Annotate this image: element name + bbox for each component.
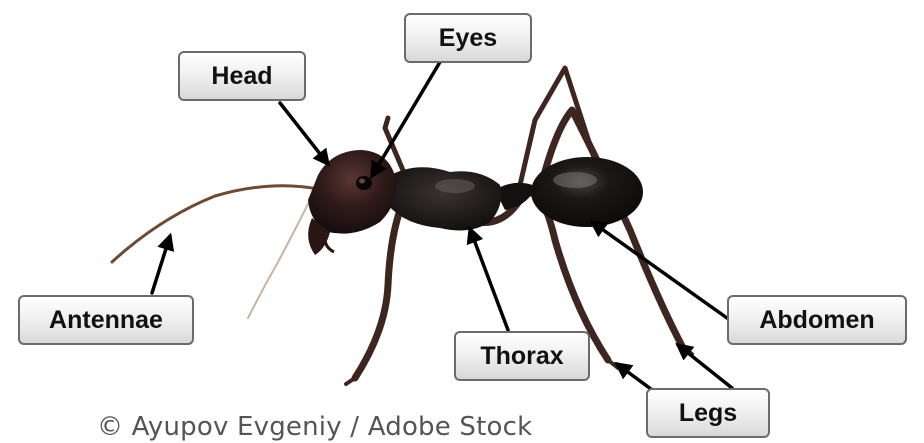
head-shape: [308, 150, 396, 234]
hind-leg: [540, 110, 682, 346]
abdomen-shape: [531, 157, 643, 227]
photo-credit: © Ayupov Evgeniy / Adobe Stock: [97, 412, 532, 442]
abdomen-label: Abdomen: [727, 295, 907, 345]
antennae-label: Antennae: [18, 295, 194, 345]
thorax-pointer: [470, 229, 508, 330]
thorax-shape: [385, 167, 501, 230]
eyes-pointer: [372, 62, 440, 176]
antennae-pointer: [152, 236, 170, 293]
front-leg: [355, 210, 400, 378]
head-label: Head: [178, 51, 306, 101]
eye-shape: [356, 176, 372, 190]
legs-pointer-2: [678, 345, 732, 388]
legs-label: Legs: [646, 388, 770, 438]
head-pointer: [280, 103, 328, 164]
thorax-label: Thorax: [454, 331, 590, 381]
eyes-label: Eyes: [404, 13, 532, 63]
